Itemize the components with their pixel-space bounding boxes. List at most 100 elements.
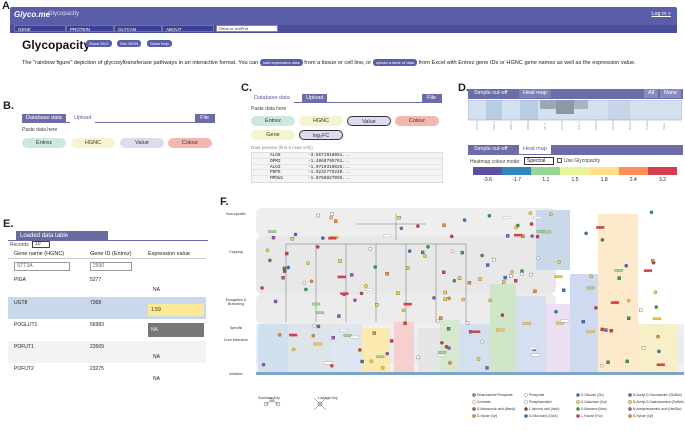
- tab-simple-cutoff-2[interactable]: Simple cut-off: [470, 145, 512, 154]
- tab-database-data[interactable]: Database data: [22, 114, 66, 123]
- records-select[interactable]: 10: [32, 241, 50, 248]
- gene-label-box[interactable]: [313, 342, 322, 346]
- file-button-c[interactable]: File: [422, 94, 441, 103]
- gene-label-box[interactable]: [656, 363, 665, 367]
- gene-label-box[interactable]: [542, 230, 552, 234]
- gene-label-box[interactable]: [339, 329, 348, 332]
- chip-gene-c[interactable]: Gene: [251, 130, 295, 140]
- gene-label-box[interactable]: [513, 233, 523, 237]
- menu-gene[interactable]: GENE: [14, 25, 66, 32]
- table-row[interactable]: POFUT2 23275 NA: [8, 363, 206, 389]
- gene-label-box[interactable]: [586, 286, 595, 290]
- gene-label-box[interactable]: [554, 275, 563, 278]
- gene-label-box[interactable]: [560, 319, 569, 323]
- gene-label-box[interactable]: [643, 269, 653, 272]
- col-gene-name[interactable]: Gene name (HGNC): [14, 251, 65, 257]
- glycan-symbol: [416, 224, 420, 228]
- table-row[interactable]: POFUT1 23509 NA: [8, 341, 206, 363]
- legend-label: Ethanolamine Phosphate: [477, 393, 513, 397]
- gene-label-box[interactable]: [315, 311, 325, 315]
- panel-label-a: A.: [2, 0, 13, 12]
- gene-label-box[interactable]: [472, 330, 481, 334]
- glycan-symbol: [290, 237, 295, 241]
- glycan-symbol: [432, 296, 436, 300]
- chip-log2fc-c[interactable]: log₂FC: [299, 130, 343, 140]
- gene-label-box[interactable]: [531, 353, 540, 357]
- login-link[interactable]: Log in »: [651, 11, 671, 17]
- tab-heat-map-2[interactable]: Heat map: [519, 145, 551, 154]
- none-button[interactable]: None: [660, 89, 682, 98]
- gene-label-box[interactable]: [383, 234, 392, 238]
- upload-table-button[interactable]: upload a table of data: [372, 59, 418, 66]
- gene-label-box[interactable]: [614, 269, 623, 272]
- gene-label-box[interactable]: [556, 321, 565, 325]
- gene-label-box[interactable]: [496, 328, 505, 332]
- gene-label-box[interactable]: [337, 275, 346, 279]
- chip-value[interactable]: Value: [120, 138, 164, 148]
- gene-label-box[interactable]: [610, 301, 620, 304]
- gene-label-box[interactable]: [328, 236, 337, 240]
- gene-label-box[interactable]: [586, 330, 595, 334]
- gene-label-box[interactable]: [376, 355, 385, 359]
- filter-gene-id[interactable]: 2590: [90, 262, 132, 271]
- all-button[interactable]: All: [644, 89, 659, 98]
- use-glycopacity-checkbox[interactable]: [557, 158, 562, 163]
- heatmap-column-label: POFUT: [594, 120, 598, 130]
- legend-icon: [524, 407, 528, 411]
- table-row-selected[interactable]: UGT8 7368 1.59: [8, 297, 206, 319]
- filter-gene-name[interactable]: STT3A: [14, 262, 70, 271]
- load-expression-button[interactable]: load expression data: [259, 59, 303, 66]
- chip-hgnc-c[interactable]: HGNC: [299, 116, 343, 126]
- gene-label-box[interactable]: [311, 302, 321, 306]
- gene-label-box[interactable]: [522, 322, 531, 325]
- table-row: PDP5-1.9232778240...: [252, 170, 442, 177]
- chip-entrez-c[interactable]: Entrez: [251, 116, 295, 126]
- search-input[interactable]: Gene or UniProt: [216, 25, 278, 32]
- chip-hgnc[interactable]: HGNC: [71, 138, 115, 148]
- chip-value-c[interactable]: Value: [347, 116, 391, 126]
- tab-database-data-c[interactable]: Database data: [250, 94, 294, 103]
- menu-bar: [10, 25, 677, 33]
- legend-label: Phosphoinositol: [529, 400, 552, 404]
- gene-label-box[interactable]: [267, 230, 277, 233]
- gene-label-box[interactable]: [652, 317, 662, 321]
- menu-glycan[interactable]: GLYCAN: [114, 25, 162, 32]
- show-help-button[interactable]: Show help: [147, 40, 172, 47]
- gene-label-box[interactable]: [596, 226, 605, 229]
- table-row[interactable]: POGLUT1 56983 NA: [8, 319, 206, 341]
- menu-protein[interactable]: PROTEIN: [66, 25, 114, 32]
- gene-label-box[interactable]: [343, 334, 352, 337]
- gene-label-box[interactable]: [528, 346, 538, 350]
- tab-heat-map[interactable]: Heat map: [519, 89, 551, 98]
- menu-about[interactable]: ABOUT: [162, 25, 214, 32]
- chip-colour[interactable]: Colour: [168, 138, 212, 148]
- chip-entrez[interactable]: Entrez: [22, 138, 66, 148]
- gene-label-box[interactable]: [289, 333, 298, 337]
- heatmap-mode-select[interactable]: Spectral: [524, 157, 554, 165]
- table-row[interactable]: PIGA 5277 NA: [8, 276, 206, 297]
- gene-label-box[interactable]: [340, 292, 349, 295]
- brand-subtitle: Glycopacity: [48, 11, 80, 17]
- gene-label-box[interactable]: [324, 361, 333, 365]
- heatmap-column-label: C1GAL: [645, 120, 649, 130]
- col-gene-id[interactable]: Gene ID (Entrez): [90, 251, 132, 257]
- legend-icon: [576, 414, 580, 418]
- tab-upload-c[interactable]: Upload: [302, 94, 328, 103]
- file-button[interactable]: File: [195, 114, 214, 123]
- gene-label-box[interactable]: [437, 351, 447, 354]
- gene-label-box[interactable]: [350, 335, 360, 339]
- show-svg-button[interactable]: Show SVG: [86, 40, 112, 47]
- gene-label-box[interactable]: [533, 216, 542, 219]
- glycan-symbol: [353, 298, 357, 302]
- gene-label-box[interactable]: [365, 288, 374, 291]
- gene-label-box[interactable]: [437, 353, 446, 357]
- gene-label-box[interactable]: [403, 302, 412, 306]
- col-expression[interactable]: Expression value: [148, 251, 190, 257]
- chip-colour-c[interactable]: Colour: [395, 116, 439, 126]
- get-json-button[interactable]: Get JSON: [117, 40, 142, 47]
- brand-logo[interactable]: Glyco.me: [14, 10, 51, 19]
- glycan-symbol: [641, 346, 646, 350]
- gene-label-box[interactable]: [502, 216, 511, 220]
- tab-simple-cutoff[interactable]: Simple cut-off: [470, 89, 512, 98]
- tab-upload[interactable]: Upload: [70, 114, 96, 123]
